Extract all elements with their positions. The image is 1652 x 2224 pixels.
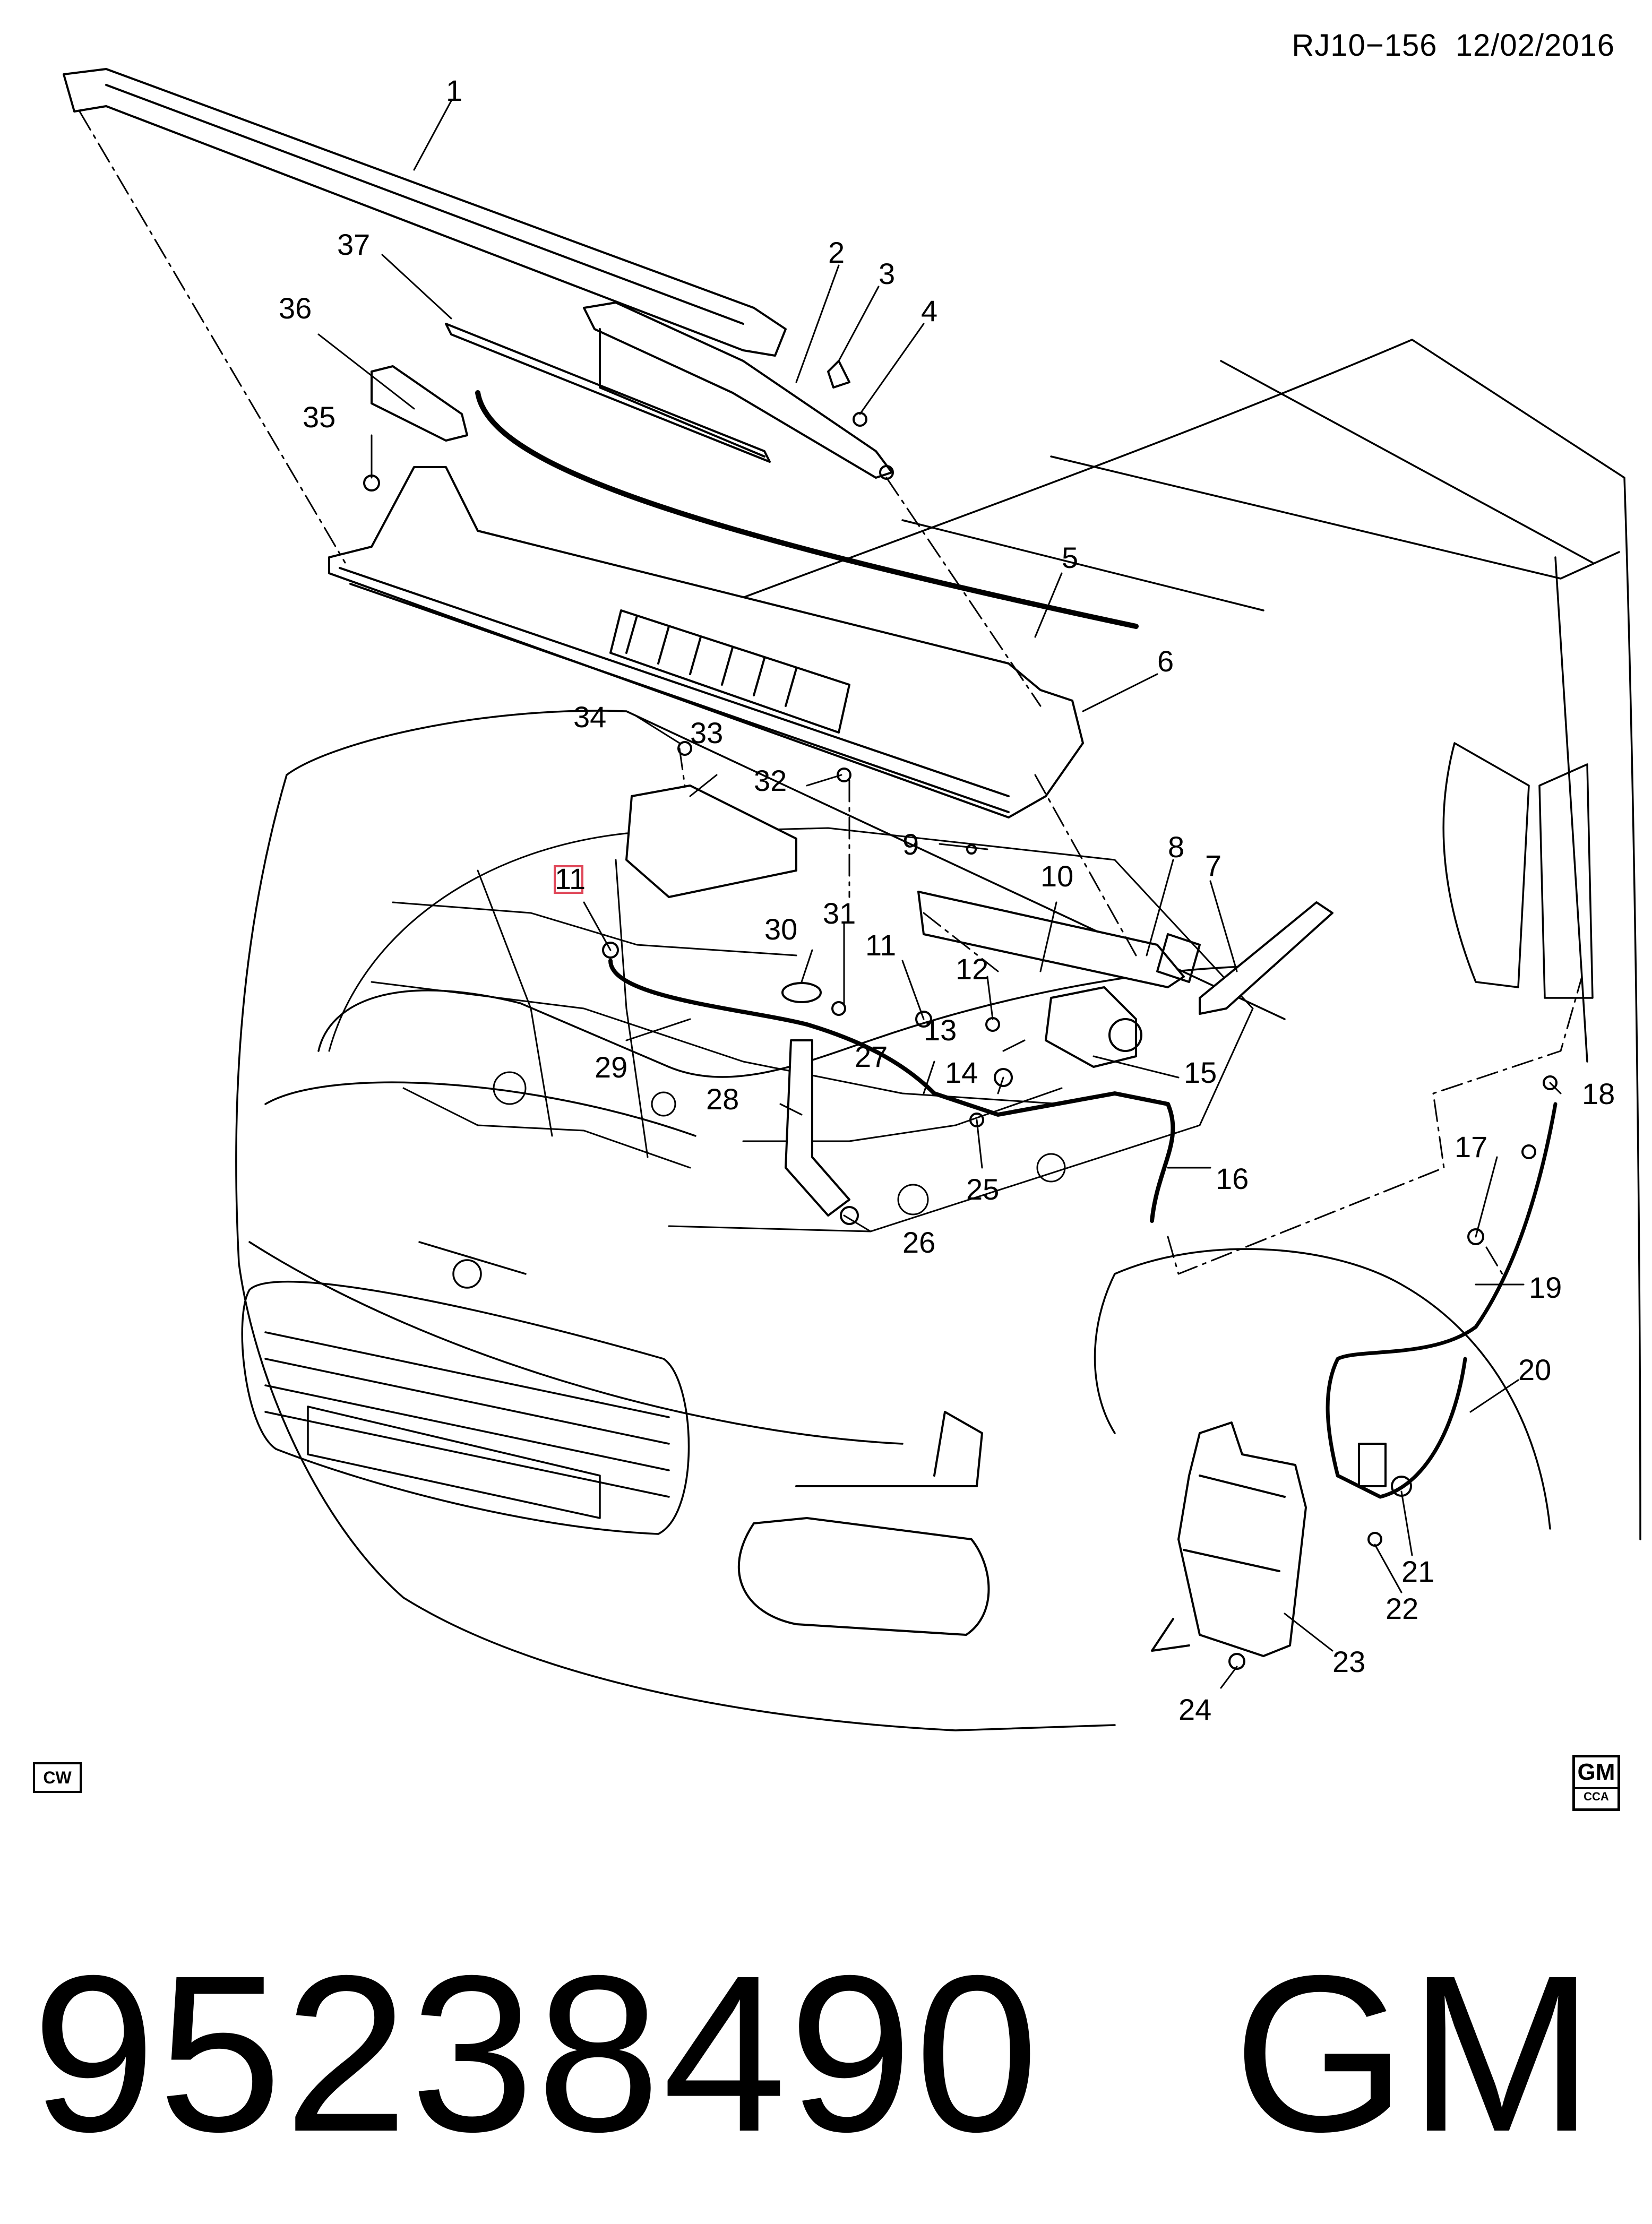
callout-31: 31 (823, 897, 856, 930)
callout-16: 16 (1216, 1162, 1249, 1195)
fog-lamp-opening-drawing (737, 1517, 990, 1636)
leader-lines (317, 100, 1562, 1689)
callout-4: 4 (921, 294, 937, 327)
callout-3: 3 (879, 257, 895, 290)
brand-name: GM (1233, 1929, 1597, 2178)
callout-18: 18 (1582, 1077, 1615, 1110)
callout-21: 21 (1401, 1555, 1434, 1588)
filler-neck-drawing (785, 1039, 850, 1217)
cowl-panel-drawing (328, 466, 1084, 818)
filler-cap-drawing (781, 982, 822, 1003)
callout-34: 34 (573, 700, 606, 734)
callout-23: 23 (1332, 1645, 1365, 1678)
callout-28: 28 (706, 1082, 739, 1116)
cowl-end-cap-drawing (371, 365, 468, 442)
callout-12: 12 (956, 952, 988, 986)
part-number-footer: 95238490 GM (32, 1943, 1596, 2166)
wiper-transmission-drawing (917, 891, 1201, 1068)
washer-hose-rear-drawing (1326, 1102, 1558, 1499)
nut-drawing (853, 412, 867, 427)
weatherstrip-drawing (475, 390, 1139, 629)
gm-logo-subtext: CCA (1575, 1787, 1617, 1805)
callout-10: 10 (1040, 859, 1073, 893)
callout-9: 9 (902, 827, 919, 861)
callout-32: 32 (754, 764, 787, 797)
callout-37: 37 (337, 228, 370, 261)
nut-cap-drawing (827, 360, 850, 389)
callout-35: 35 (303, 400, 335, 434)
engine-bay-drawing (328, 827, 1254, 1232)
callout-30: 30 (764, 912, 797, 946)
grille-drawing (241, 1241, 690, 1535)
callout-36: 36 (279, 291, 312, 325)
callout-6: 6 (1157, 644, 1174, 678)
callout-7: 7 (1205, 849, 1221, 882)
gm-logo-text: GM (1577, 1759, 1615, 1785)
callout-11-highlighted: 11 (555, 862, 586, 895)
air-duct-drawing (625, 785, 797, 898)
cowl-side-seal-drawing (1199, 901, 1333, 1015)
grommet-drawing (1228, 1653, 1245, 1670)
diagram-date: 12/02/2016 (1455, 28, 1615, 63)
wiper-arm-drawing (583, 301, 894, 480)
diagram-reference-header: RJ10−156 12/02/2016 (1292, 28, 1615, 63)
callout-29: 29 (595, 1050, 627, 1084)
callout-17: 17 (1455, 1130, 1487, 1163)
washer-hose-main-drawing (608, 959, 1175, 1223)
callout-11: 11 (865, 928, 896, 962)
washer-pump-drawing (1358, 1443, 1412, 1547)
gm-logo-icon: GM CCA (1572, 1755, 1620, 1811)
vehicle-front-drawing (235, 339, 1641, 1731)
fastener-drawings (363, 475, 1558, 1245)
part-number: 95238490 (32, 1929, 1041, 2178)
callout-19: 19 (1529, 1271, 1562, 1304)
callout-13: 13 (924, 1013, 957, 1047)
callout-22: 22 (1386, 1592, 1418, 1625)
diagram-ref-code: RJ10−156 (1292, 28, 1438, 63)
callout-25: 25 (966, 1173, 999, 1206)
callout-14: 14 (945, 1056, 978, 1089)
callout-5: 5 (1062, 541, 1078, 574)
callout-2: 2 (828, 236, 845, 269)
callout-8: 8 (1168, 830, 1184, 864)
callout-20: 20 (1518, 1353, 1551, 1386)
callout-labels: 1 2 3 4 5 6 7 8 9 10 11 11 12 13 14 15 1… (279, 74, 1615, 1726)
callout-1: 1 (446, 74, 462, 107)
highlighted-callout-box (554, 865, 583, 894)
wiper-insert-drawing (445, 323, 771, 463)
alignment-lines (79, 110, 1583, 1275)
bracket-drawing (795, 1411, 983, 1487)
callout-27: 27 (855, 1040, 888, 1073)
cw-badge: CW (33, 1762, 82, 1793)
callout-15: 15 (1184, 1056, 1217, 1089)
washer-reservoir-drawing (1151, 1421, 1307, 1657)
callout-26: 26 (902, 1226, 935, 1259)
callout-24: 24 (1178, 1693, 1211, 1726)
callout-33: 33 (690, 716, 723, 749)
wiper-blade-upper-drawing (63, 68, 787, 357)
